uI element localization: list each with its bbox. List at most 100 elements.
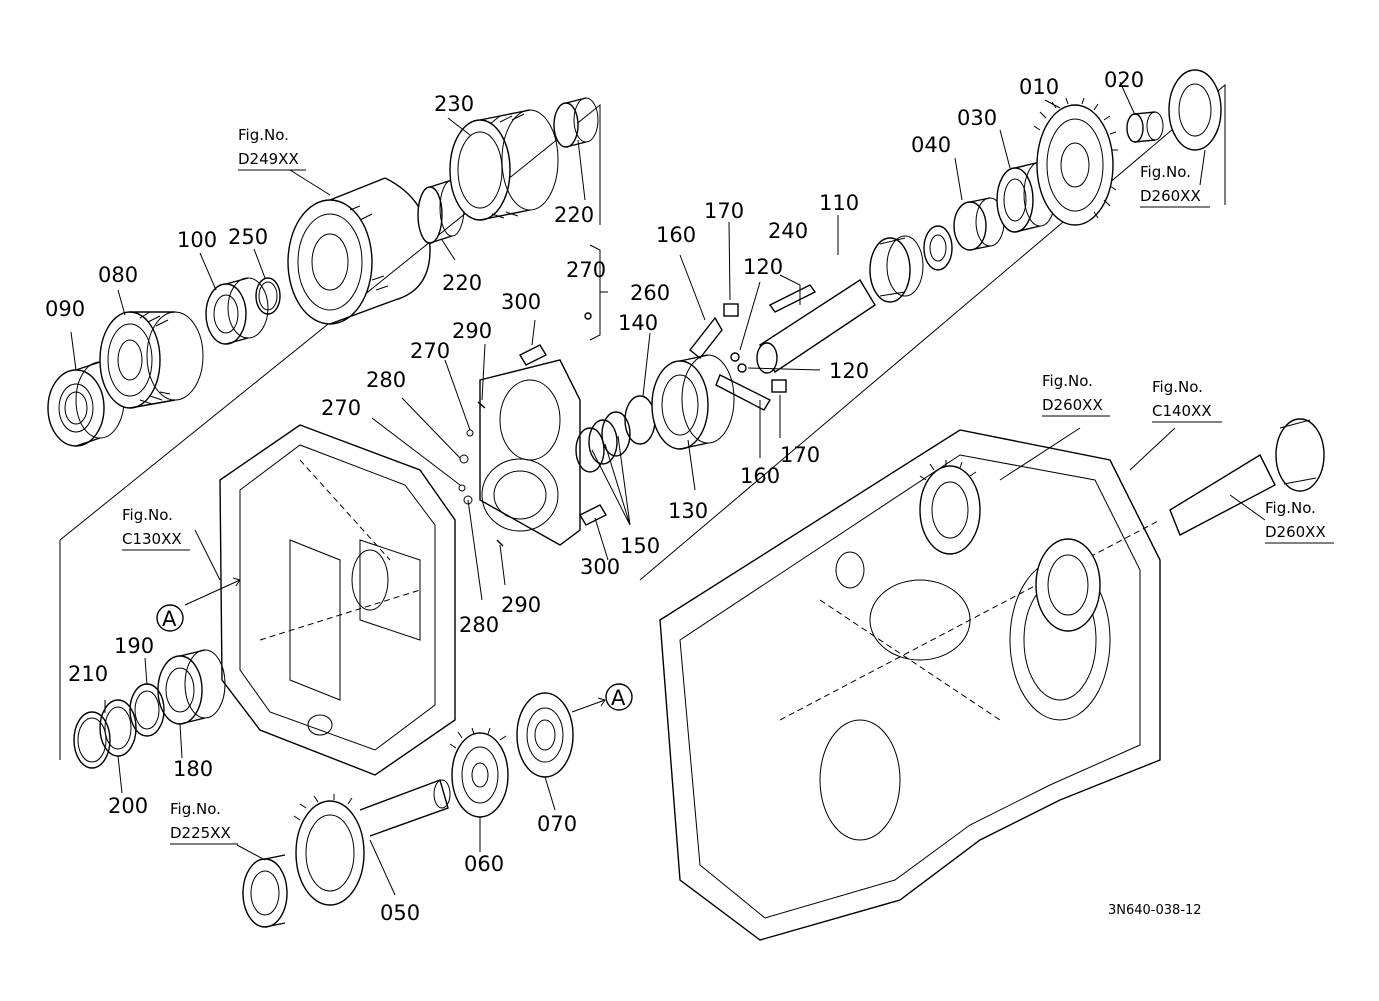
marker-a-circle-left: A <box>156 604 184 632</box>
gear-230[interactable] <box>449 109 559 221</box>
gear-080[interactable] <box>99 311 204 409</box>
needle-bearing-220-upper[interactable] <box>553 97 599 148</box>
label-170-lower: 170 <box>780 443 820 467</box>
gear-010[interactable] <box>1033 97 1118 226</box>
label-300-upper: 300 <box>501 290 541 314</box>
bearing-040[interactable] <box>923 197 1005 271</box>
transmission-case-right[interactable] <box>659 429 1161 941</box>
label-140: 140 <box>618 311 658 335</box>
bearing-180[interactable] <box>157 649 226 725</box>
label-290-lower: 290 <box>501 593 541 617</box>
label-200: 200 <box>108 794 148 818</box>
o-rings-150[interactable] <box>575 411 631 473</box>
label-070: 070 <box>537 812 577 836</box>
bearing-bottom[interactable] <box>242 854 288 928</box>
label-050: 050 <box>380 901 420 925</box>
marker-a-circle-right: A <box>605 683 633 711</box>
fig-ref-d225-code[interactable]: D225XX <box>170 824 231 842</box>
label-010: 010 <box>1019 75 1059 99</box>
fig-ref-c140-prefix: Fig.No. <box>1152 378 1203 396</box>
gear-in-case[interactable] <box>919 460 981 555</box>
bearing-in-case[interactable] <box>1035 538 1101 632</box>
label-280-upper: 280 <box>366 368 406 392</box>
label-030: 030 <box>957 106 997 130</box>
bolt-300-lower[interactable] <box>579 504 607 526</box>
pin-120-a[interactable] <box>730 352 740 362</box>
clutch-drum[interactable] <box>287 177 431 325</box>
label-290-upper: 290 <box>452 319 492 343</box>
bolt-170-upper[interactable] <box>723 303 739 317</box>
label-060: 060 <box>464 852 504 876</box>
shim-190[interactable] <box>129 683 165 737</box>
fig-ref-d225[interactable]: Fig.No. D225XX <box>170 800 238 845</box>
gear-060[interactable] <box>449 727 509 818</box>
label-180: 180 <box>173 757 213 781</box>
label-040: 040 <box>911 133 951 157</box>
fig-ref-c130[interactable]: Fig.No. C130XX <box>122 506 190 551</box>
label-120-lower: 120 <box>829 359 869 383</box>
bearing-030[interactable] <box>996 161 1057 233</box>
label-160-lower: 160 <box>740 464 780 488</box>
fig-ref-d260-top[interactable]: Fig.No. D260XX <box>1140 163 1210 208</box>
label-220-lower: 220 <box>442 271 482 295</box>
dowel-pins[interactable] <box>458 312 592 547</box>
label-280-lower: 280 <box>459 613 499 637</box>
fig-ref-d260-top-code[interactable]: D260XX <box>1140 187 1201 205</box>
fig-ref-d260-mid-code[interactable]: D260XX <box>1042 396 1103 414</box>
bolt-300-upper[interactable] <box>519 344 547 366</box>
label-080: 080 <box>98 263 138 287</box>
bearing-130[interactable] <box>651 354 735 450</box>
plate-160-lower[interactable] <box>715 374 771 411</box>
label-270-top: 270 <box>566 258 606 282</box>
label-210: 210 <box>68 662 108 686</box>
fig-ref-d225-prefix: Fig.No. <box>170 800 221 818</box>
leader-lines <box>70 81 1266 896</box>
label-090: 090 <box>45 297 85 321</box>
label-170-upper: 170 <box>704 199 744 223</box>
oil-seal[interactable] <box>1168 69 1222 151</box>
fig-ref-d260-mid-prefix: Fig.No. <box>1042 372 1093 390</box>
label-260: 260 <box>630 281 670 305</box>
o-ring-140[interactable] <box>624 395 656 445</box>
label-240: 240 <box>768 219 808 243</box>
fig-ref-d249-prefix: Fig.No. <box>238 126 289 144</box>
gear-shaft-050[interactable] <box>293 779 451 906</box>
pinion-shaft[interactable] <box>1169 418 1325 536</box>
fig-ref-c140[interactable]: Fig.No. C140XX <box>1152 378 1222 423</box>
label-020: 020 <box>1104 68 1144 92</box>
bearing-070[interactable] <box>516 692 574 778</box>
drawing-code: 3N640-038-12 <box>1108 903 1202 918</box>
key-240[interactable] <box>768 284 817 313</box>
marker-a-arrow-left <box>184 577 241 606</box>
fig-ref-c140-code[interactable]: C140XX <box>1152 402 1212 420</box>
bearing-100[interactable] <box>205 277 269 345</box>
plate-160-upper[interactable] <box>689 316 723 359</box>
fig-ref-d260-right-code[interactable]: D260XX <box>1265 523 1326 541</box>
part-labels: 090 080 100 250 230 220 220 270 260 300 … <box>45 68 1144 925</box>
bearing-retainer[interactable] <box>479 359 581 546</box>
bolt-170-lower[interactable] <box>771 379 787 393</box>
label-100: 100 <box>177 228 217 252</box>
pin-120-b[interactable] <box>737 363 747 373</box>
fig-ref-d249-code[interactable]: D249XX <box>238 150 299 168</box>
label-150: 150 <box>620 534 660 558</box>
snap-ring-250[interactable] <box>255 277 281 315</box>
label-230: 230 <box>434 92 474 116</box>
label-270-mid: 270 <box>410 339 450 363</box>
collar-020[interactable] <box>1126 111 1164 143</box>
fig-ref-c130-code[interactable]: C130XX <box>122 530 182 548</box>
fig-ref-d260-mid[interactable]: Fig.No. D260XX <box>1042 372 1110 417</box>
shaft-110[interactable] <box>756 235 924 374</box>
label-270-low: 270 <box>321 396 361 420</box>
transmission-case-left[interactable] <box>219 424 456 776</box>
group-frame-upper <box>59 83 1226 760</box>
shim-210[interactable] <box>73 711 111 769</box>
marker-a-label-right: A <box>611 686 626 710</box>
label-110: 110 <box>819 191 859 215</box>
fig-ref-d260-right[interactable]: Fig.No. D260XX <box>1265 499 1334 544</box>
fig-ref-d249[interactable]: Fig.No. D249XX <box>238 126 306 171</box>
marker-a-arrow-right <box>571 697 606 713</box>
fig-ref-d260-top-prefix: Fig.No. <box>1140 163 1191 181</box>
label-190: 190 <box>114 634 154 658</box>
